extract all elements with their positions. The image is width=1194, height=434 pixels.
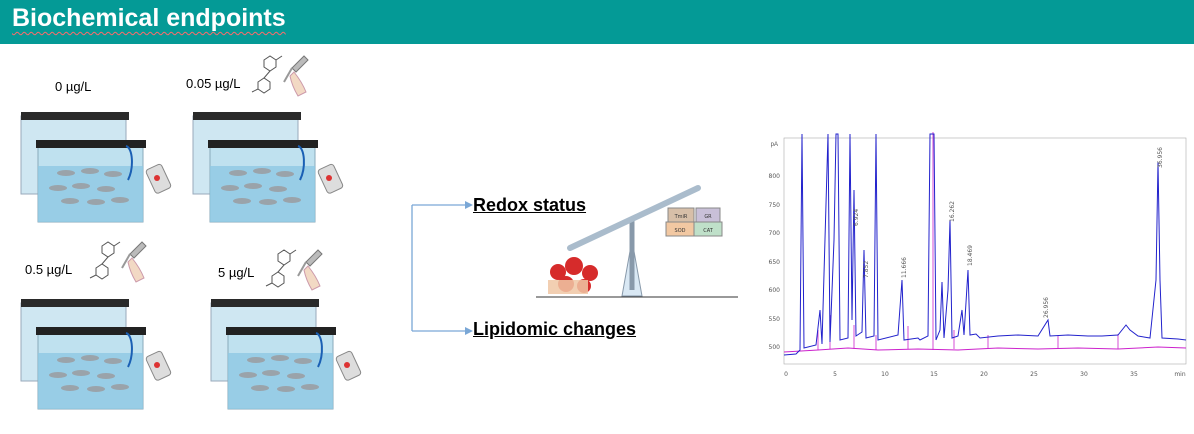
x-unit-label: min — [1174, 371, 1186, 378]
peak-label: 11.666 — [901, 257, 908, 278]
peak-label: 7.852 — [863, 261, 870, 278]
molecule-dropper-icon-2 — [89, 241, 147, 283]
chromatogram: pA 800 750 700 650 600 550 500 0 5 10 15… — [769, 132, 1187, 378]
endpoint-redox-status: Redox status — [473, 195, 587, 215]
molecule-dropper-icon-3 — [265, 249, 323, 291]
molecule-dropper-icon-1 — [251, 55, 309, 97]
y-tick: 750 — [769, 202, 781, 209]
peak-label: 36.956 — [1157, 147, 1164, 168]
peak-label: 18.469 — [967, 245, 974, 266]
x-tick: 15 — [930, 371, 938, 378]
scale-box-cat: CAT — [703, 228, 714, 234]
scale-box-tmir: TmiR — [674, 214, 688, 220]
aquarium-tank-3 — [20, 299, 172, 410]
x-tick: 0 — [784, 371, 788, 378]
balance-scale-illustration: TmiR GR SOD CAT — [536, 185, 738, 298]
x-tick: 35 — [1130, 371, 1138, 378]
aquarium-tank-4 — [210, 299, 362, 410]
peak-label: 16.262 — [949, 201, 956, 222]
x-tick: 10 — [881, 371, 889, 378]
header-bar: Biochemical endpoints — [0, 0, 1194, 44]
peak-label: 6.924 — [853, 209, 860, 226]
y-tick: 500 — [769, 344, 781, 351]
scale-box-gr: GR — [704, 214, 712, 220]
aquarium-tank-2 — [192, 112, 344, 223]
x-tick: 20 — [980, 371, 988, 378]
page-title: Biochemical endpoints — [12, 4, 286, 32]
aquarium-tank-1 — [20, 112, 172, 223]
y-tick: 650 — [769, 259, 781, 266]
peak-label: 26.956 — [1043, 297, 1050, 318]
endpoint-lipidomic-changes: Lipidomic changes — [473, 319, 637, 339]
y-unit-label: pA — [771, 142, 778, 148]
tank-label-05: 0.5 µg/L — [25, 262, 73, 277]
x-tick: 30 — [1080, 371, 1088, 378]
y-tick: 700 — [769, 230, 781, 237]
tank-label-5: 5 µg/L — [218, 265, 255, 280]
y-tick: 800 — [769, 173, 781, 180]
tank-label-0: 0 µg/L — [55, 79, 92, 94]
bracket-arrows — [411, 201, 473, 335]
x-tick: 5 — [833, 371, 837, 378]
scale-box-sod: SOD — [675, 228, 686, 234]
tank-label-005: 0.05 µg/L — [186, 76, 241, 91]
y-tick: 550 — [769, 316, 781, 323]
y-tick: 600 — [769, 287, 781, 294]
x-tick: 25 — [1030, 371, 1038, 378]
